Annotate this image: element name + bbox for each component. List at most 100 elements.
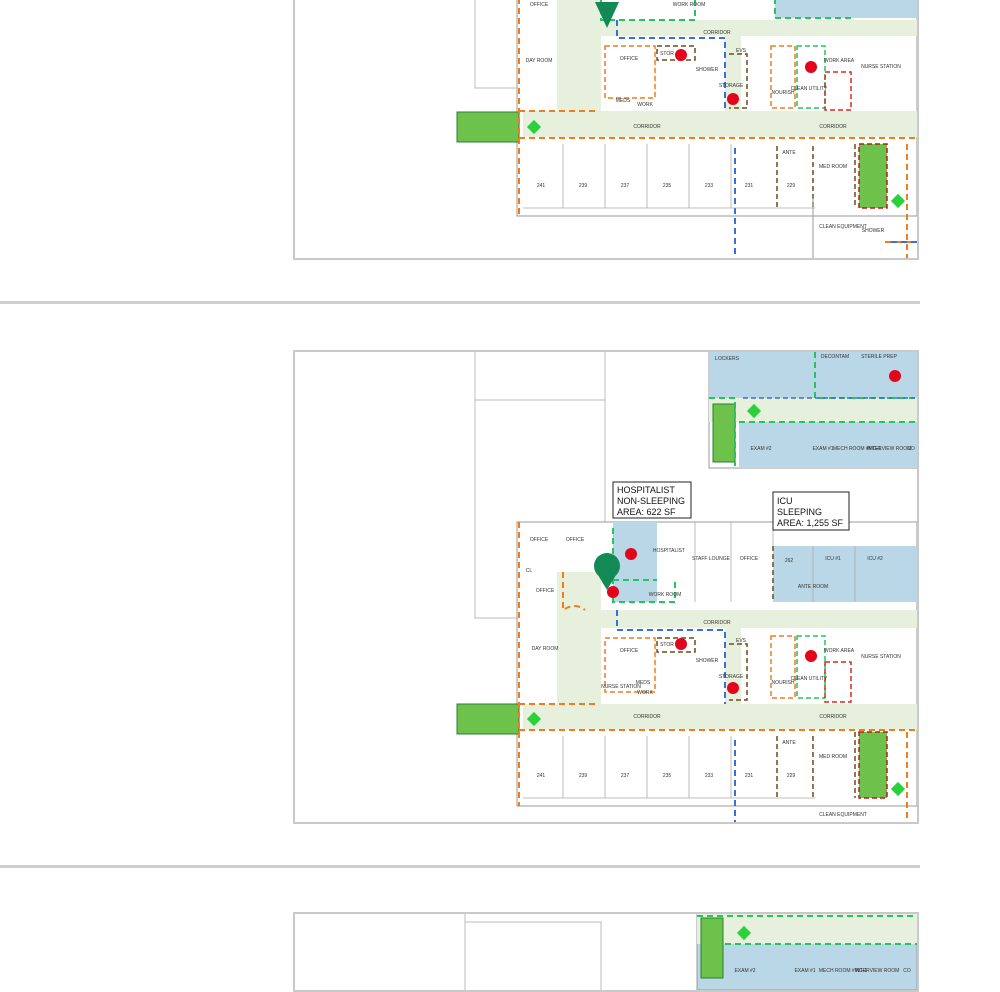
room-label: CLEAN EQUIPMENT [819, 224, 867, 230]
floor-plan-3: EXAM #2 EXAM #1 MECH ROOM #MG-1 INTERVIE… [464, 914, 917, 990]
room-label: EXAM #1 [812, 446, 833, 452]
red-dot-icon[interactable] [607, 586, 619, 598]
room-number: 239 [579, 183, 588, 189]
stair-top [700, 917, 724, 979]
room-label: CL [526, 568, 533, 574]
room-label: LOCKERS [715, 356, 740, 362]
room-label: NURSE STATION [861, 654, 901, 660]
room-label: OFFICE [620, 648, 639, 654]
room-number: 241 [537, 183, 546, 189]
room-label: CO [907, 446, 915, 452]
room-label: MECH ROOM #MG-1 [833, 446, 882, 452]
room-number: 231 [745, 773, 754, 779]
room-number: 235 [663, 773, 672, 779]
room-label: STOR [660, 51, 674, 57]
callout-line: NON-SLEEPING [617, 496, 685, 506]
room-label: ANTE [782, 740, 796, 746]
room-label: STOR [660, 642, 674, 648]
room-label: STORAGE [719, 83, 744, 89]
room-label: OFFICE [536, 588, 555, 594]
room-label: MECH ROOM #MG-1 [819, 968, 868, 974]
red-dot-icon[interactable] [625, 548, 637, 560]
room-number: 229 [787, 773, 796, 779]
room-number: 235 [663, 183, 672, 189]
corridor-label: CORRIDOR [819, 124, 847, 130]
room-label: INTERVIEW ROOM [867, 446, 912, 452]
green-diamond-icon[interactable] [890, 781, 906, 797]
floor-plan-2: LOCKERS DECONTAM STERILE PREP EXAM #2 EX… [456, 352, 917, 822]
corridor-label: CORRIDOR [633, 714, 661, 720]
red-dot-icon[interactable] [889, 370, 901, 382]
room-label: STAFF LOUNGE [692, 556, 731, 562]
room-label: OFFICE [740, 556, 759, 562]
room-label: ANTE [782, 150, 796, 156]
room-label: WORK [637, 102, 653, 108]
room-label: ICU #1 [825, 556, 841, 562]
red-dot-icon[interactable] [675, 638, 687, 650]
red-dot-icon[interactable] [805, 61, 817, 73]
room-label: OFFICE [620, 56, 639, 62]
room-label: NOURISH [771, 680, 794, 686]
callout-line: HOSPITALIST [617, 485, 675, 495]
stair-left [456, 111, 520, 143]
room-label: EXAM #1 [794, 968, 815, 974]
room-label: MEDS [616, 98, 631, 104]
room-label: WORK AREA [824, 58, 855, 64]
room-label: INTERVIEW ROOM [855, 968, 900, 974]
floor-plan-panel-1: OFFICE DAY ROOM CORRIDOR OFFICE STOR SHO… [293, 0, 919, 260]
red-dot-icon[interactable] [727, 93, 739, 105]
room-label: MED ROOM [819, 164, 847, 170]
red-dot-icon[interactable] [727, 682, 739, 694]
green-diamond-icon[interactable] [746, 403, 762, 419]
floor-plan-1: OFFICE DAY ROOM CORRIDOR OFFICE STOR SHO… [456, 0, 917, 258]
room-label: WORK ROOM [649, 592, 682, 598]
room-label: OFFICE [530, 537, 549, 543]
room-label: DECONTAM [821, 354, 849, 360]
room-label: EVS [736, 48, 747, 54]
room-label: STERILE PREP [861, 354, 898, 360]
room-label: CLEAN UTILITY [791, 86, 828, 92]
corridor-label: CORRIDOR [819, 714, 847, 720]
room-label: SHOWER [696, 67, 719, 73]
room-label: OFFICE [530, 2, 549, 8]
stair-top [712, 403, 736, 463]
icu-area-callout: ICU SLEEPING AREA: 1,255 SF [772, 491, 850, 531]
corridor-label: CORRIDOR [633, 124, 661, 130]
callout-line: SLEEPING [777, 507, 822, 517]
room-number: 237 [621, 773, 630, 779]
panel-divider [0, 865, 920, 868]
room-label: HOSPITALIST [653, 548, 685, 554]
room-number: 237 [621, 183, 630, 189]
green-diamond-icon[interactable] [526, 711, 542, 727]
stair-left [456, 703, 520, 735]
floor-plan-panel-2: LOCKERS DECONTAM STERILE PREP EXAM #2 EX… [293, 350, 919, 824]
room-label: MEDS [636, 680, 651, 686]
callout-line: ICU [777, 496, 793, 506]
room-number: 233 [705, 773, 714, 779]
room-label: SHOWER [696, 658, 719, 664]
green-diamond-icon[interactable] [890, 193, 906, 209]
callout-line: AREA: 1,255 SF [777, 518, 844, 528]
stair-right [858, 143, 888, 209]
red-dot-icon[interactable] [675, 49, 687, 61]
room-label: CLEAN EQUIPMENT [819, 812, 867, 818]
callout-line: AREA: 622 SF [617, 507, 676, 517]
room-label: CLEAN UTILITY [791, 676, 828, 682]
room-label: SHOWER [862, 228, 885, 234]
room-number: 229 [787, 183, 796, 189]
hospitalist-area-callout: HOSPITALIST NON-SLEEPING AREA: 622 SF [612, 481, 692, 519]
green-diamond-icon[interactable] [526, 119, 542, 135]
map-pin-icon[interactable] [595, 570, 619, 590]
room-label: DAY ROOM [526, 58, 553, 64]
green-diamond-icon[interactable] [736, 925, 752, 941]
room-label: NOURISH [771, 90, 794, 96]
room-label: DAY ROOM [532, 646, 559, 652]
room-label: EXAM #2 [750, 446, 771, 452]
floor-plan-panel-3: EXAM #2 EXAM #1 MECH ROOM #MG-1 INTERVIE… [293, 912, 919, 992]
room-label: OFFICE [566, 537, 585, 543]
room-label: MED ROOM [819, 754, 847, 760]
room-label: NURSE STATION [861, 64, 901, 70]
map-pin-icon[interactable] [595, 2, 619, 28]
room-label: WORK AREA [824, 648, 855, 654]
red-dot-icon[interactable] [805, 650, 817, 662]
